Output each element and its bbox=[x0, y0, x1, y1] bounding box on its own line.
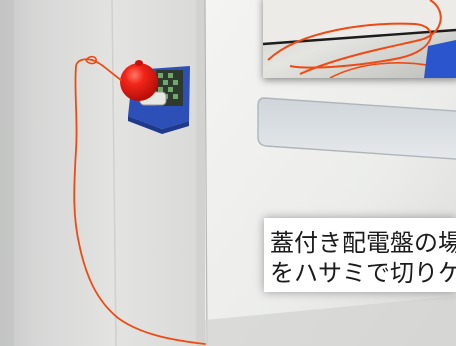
caption-line-2: をハサミで切りケ bbox=[270, 259, 456, 287]
caption-box: 蓋付き配電盤の場 をハサミで切りケ bbox=[264, 218, 456, 292]
blue-mount-shade bbox=[128, 116, 189, 134]
panel-slot bbox=[257, 97, 456, 160]
panel-edge bbox=[196, 0, 205, 346]
inset-blue-piece bbox=[424, 40, 456, 78]
inset-orange-loop-3 bbox=[329, 62, 433, 78]
wall-corner-shadow bbox=[0, 0, 14, 346]
wall-background bbox=[0, 0, 205, 346]
wall-seam bbox=[111, 0, 117, 346]
panel-bottom-shadow bbox=[205, 296, 456, 346]
cord-knot bbox=[85, 55, 97, 65]
caption-line-1: 蓋付き配電盤の場 bbox=[270, 229, 456, 257]
red-ball-icon bbox=[120, 63, 158, 101]
panel-edge-line bbox=[204, 0, 208, 346]
inset-photo-content bbox=[263, 0, 456, 78]
inset-orange-loop-2 bbox=[299, 0, 442, 75]
red-ball-knob bbox=[135, 60, 143, 66]
orange-cord-icon bbox=[73, 58, 206, 345]
